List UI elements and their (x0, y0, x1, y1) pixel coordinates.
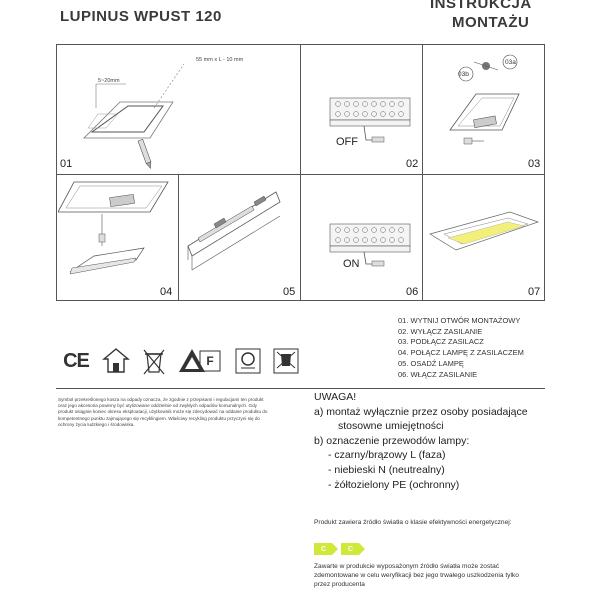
flammable-surface-icon: F (194, 345, 226, 377)
warning-line-a2: stosowne umiejętności (338, 420, 444, 433)
section-divider (56, 388, 545, 389)
ce-mark-icon: CE (60, 345, 92, 377)
panel-07-lamp-diagram (429, 211, 540, 251)
energy-class-text: Produkt zawiera źródło światła o klasie … (314, 519, 512, 526)
ce-mark-text: CE (63, 349, 90, 372)
energy-class-letter: C (321, 545, 327, 553)
panel-06-number: 06 (406, 286, 419, 298)
panel-03-number: 03 (528, 158, 541, 170)
indoor-use-icon (100, 345, 132, 377)
panel-02-terminal-diagram (329, 97, 411, 143)
step-item: 03. PODŁĄCZ ZASILACZ (398, 337, 484, 347)
panel-03-driver-diagram (449, 54, 520, 145)
panel-01-cutout-diagram (83, 63, 185, 169)
panel-01-number: 01 (60, 158, 73, 170)
recycling-icon (232, 345, 264, 377)
panel-02-number: 02 (406, 158, 419, 170)
panel-02-state-label: OFF (336, 136, 358, 148)
warning-line-b: b) oznaczenie przewodów lampy: (314, 434, 470, 447)
step-item: 01. WYTNIJ OTWÓR MONTAŻOWY (398, 316, 521, 325)
warning-block: UWAGA! a) montaż wyłącznie przez osoby p… (314, 390, 528, 492)
energy-class-letter: C (348, 545, 354, 553)
light-source-note: Zawarte w produkcie wyposażonym źródło ś… (314, 563, 519, 588)
panel-06-terminal-diagram (329, 223, 411, 267)
recycling-info-text: Symbol przekreślonego kosza na odpady oz… (58, 397, 268, 427)
panel-04-connect-diagram (58, 181, 169, 275)
panel-04-number: 04 (160, 286, 173, 298)
class-ii-icon (176, 345, 208, 377)
warning-wire-1: - czarny/brązowy L (faza) (328, 449, 446, 462)
energy-class-badge: C (341, 543, 365, 555)
flammable-f-label: F (206, 354, 214, 368)
warning-line-a1: a) montaż wyłącznie przez osoby posiadaj… (314, 405, 528, 418)
warning-wire-3: - żółtozielony PE (ochronny) (328, 478, 460, 491)
panel-01-side-label: 5~20mm (98, 78, 120, 84)
step-item: 05. OSADŹ LAMPĘ (398, 358, 464, 368)
step-item: 06. WŁĄCZ ZASILANIE (398, 369, 478, 379)
panel-03-label-a: 03a (505, 59, 516, 66)
warning-title: UWAGA! (314, 391, 357, 403)
step-item: 04. POŁĄCZ LAMPĘ Z ZASILACZEM (398, 348, 524, 358)
warning-wire-2: - niebieski N (neutrealny) (328, 463, 445, 476)
instruction-title-line2: MONTAŻU (452, 14, 530, 31)
energy-class-badge: C (314, 543, 338, 555)
panel-01-dim-label: 55 mm x L - 10 mm (196, 57, 244, 63)
instruction-title-line1: INSTRUKCJA (430, 0, 532, 12)
panel-05-insert-diagram (187, 191, 281, 271)
weee-collection-icon (270, 345, 302, 377)
panel-06-state-label: ON (343, 258, 360, 270)
panel-07-number: 07 (528, 286, 541, 298)
step-item: 02. WYŁĄCZ ZASILANIE (398, 326, 483, 336)
panel-05-number: 05 (283, 286, 296, 298)
panel-03-label-b: 03b (458, 71, 469, 78)
weee-bin-icon (138, 345, 170, 377)
steps-list: 01. WYTNIJ OTWÓR MONTAŻOWY 02. WYŁĄCZ ZA… (398, 316, 524, 380)
product-title: LUPINUS WPUST 120 (60, 8, 222, 25)
